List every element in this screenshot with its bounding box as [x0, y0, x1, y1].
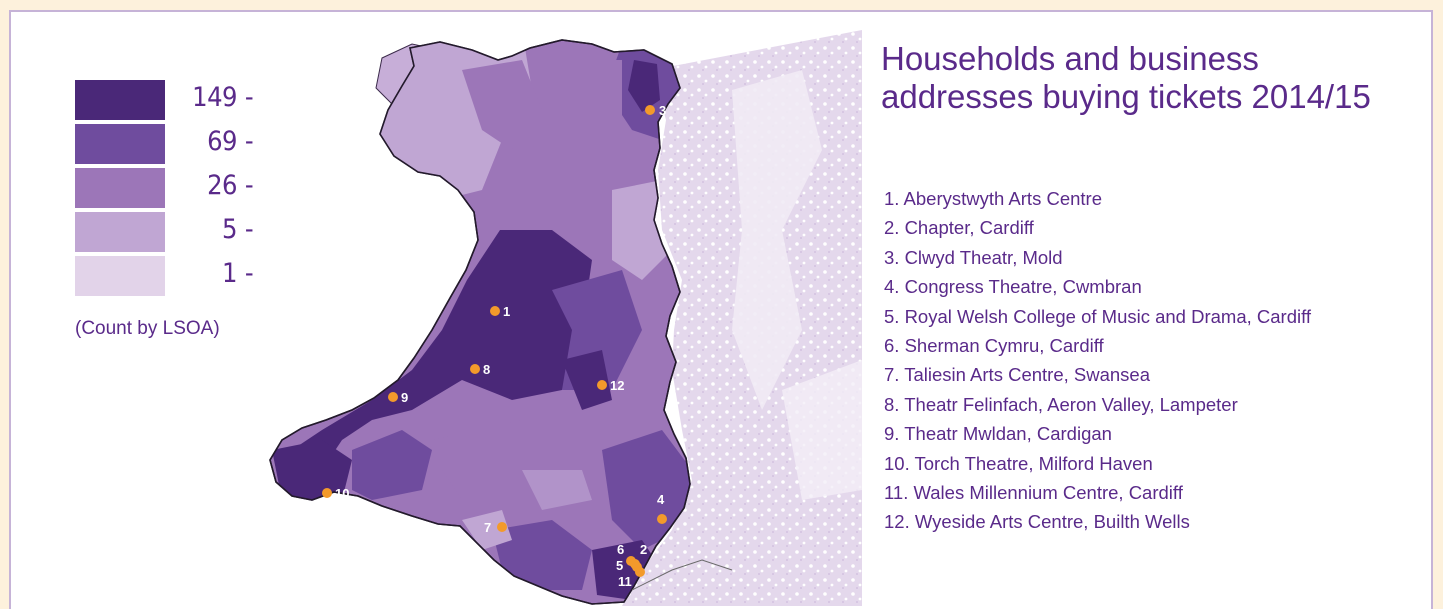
venue-item: 9. Theatr Mwldan, Cardigan	[884, 423, 1112, 445]
marker-label-8: 8	[483, 362, 490, 377]
marker-1: 1	[490, 304, 510, 319]
venue-item: 3. Clwyd Theatr, Mold	[884, 246, 1063, 268]
legend-swatch-1	[75, 80, 165, 120]
marker-9: 9	[388, 390, 408, 405]
venue-item: 5. Royal Welsh College of Music and Dram…	[884, 305, 1312, 327]
marker-label-5: 5	[616, 558, 623, 573]
marker-11: 11	[618, 567, 645, 589]
marker-4: 4	[657, 492, 667, 524]
marker-7: 7	[484, 520, 507, 535]
venue-item: 10. Torch Theatre, Milford Haven	[884, 452, 1153, 474]
venue-item: 8. Theatr Felinfach, Aeron Valley, Lampe…	[884, 393, 1238, 415]
legend-min: 149	[192, 82, 237, 113]
venue-item: 7. Taliesin Arts Centre, Swansea	[884, 364, 1150, 386]
venue-item: 4. Congress Theatre, Cwmbran	[884, 276, 1142, 298]
marker-label-2: 2	[640, 542, 647, 557]
legend-min: 26	[207, 170, 237, 201]
marker-label-7: 7	[484, 520, 491, 535]
marker-12: 12	[597, 378, 624, 393]
marker-label-10: 10	[335, 486, 349, 501]
marker-label-6: 6	[617, 542, 624, 557]
marker-3: 3	[645, 103, 666, 118]
map-title: Households and business addresses buying…	[881, 40, 1371, 115]
marker-label-12: 12	[610, 378, 624, 393]
marker-10: 10	[322, 486, 349, 501]
legend-swatch-2	[75, 124, 165, 164]
marker-label-3: 3	[659, 103, 666, 118]
venue-item: 11. Wales Millennium Centre, Cardiff	[884, 482, 1183, 504]
legend-min: 1	[222, 258, 237, 289]
venue-item: 6. Sherman Cymru, Cardiff	[884, 335, 1104, 357]
legend-note: (Count by LSOA)	[75, 318, 220, 339]
legend-swatch-4	[75, 212, 165, 252]
marker-label-4: 4	[657, 492, 665, 507]
venue-list: 1. Aberystwyth Arts Centre 2. Chapter, C…	[884, 184, 1311, 537]
legend-min: 5	[222, 214, 237, 245]
venue-item: 1. Aberystwyth Arts Centre	[884, 188, 1102, 209]
legend-swatch-5	[75, 256, 165, 296]
wales-map: 3 1 8 12 9 10 4 7 6 2 5 11	[262, 30, 862, 606]
legend-swatch-3	[75, 168, 165, 208]
legend-min: 69	[207, 126, 237, 157]
marker-8: 8	[470, 362, 490, 377]
marker-label-9: 9	[401, 390, 408, 405]
marker-label-1: 1	[503, 304, 510, 319]
venue-item: 2. Chapter, Cardiff	[884, 217, 1034, 239]
venue-item: 12. Wyeside Arts Centre, Builth Wells	[884, 511, 1190, 533]
marker-label-11: 11	[618, 574, 632, 589]
